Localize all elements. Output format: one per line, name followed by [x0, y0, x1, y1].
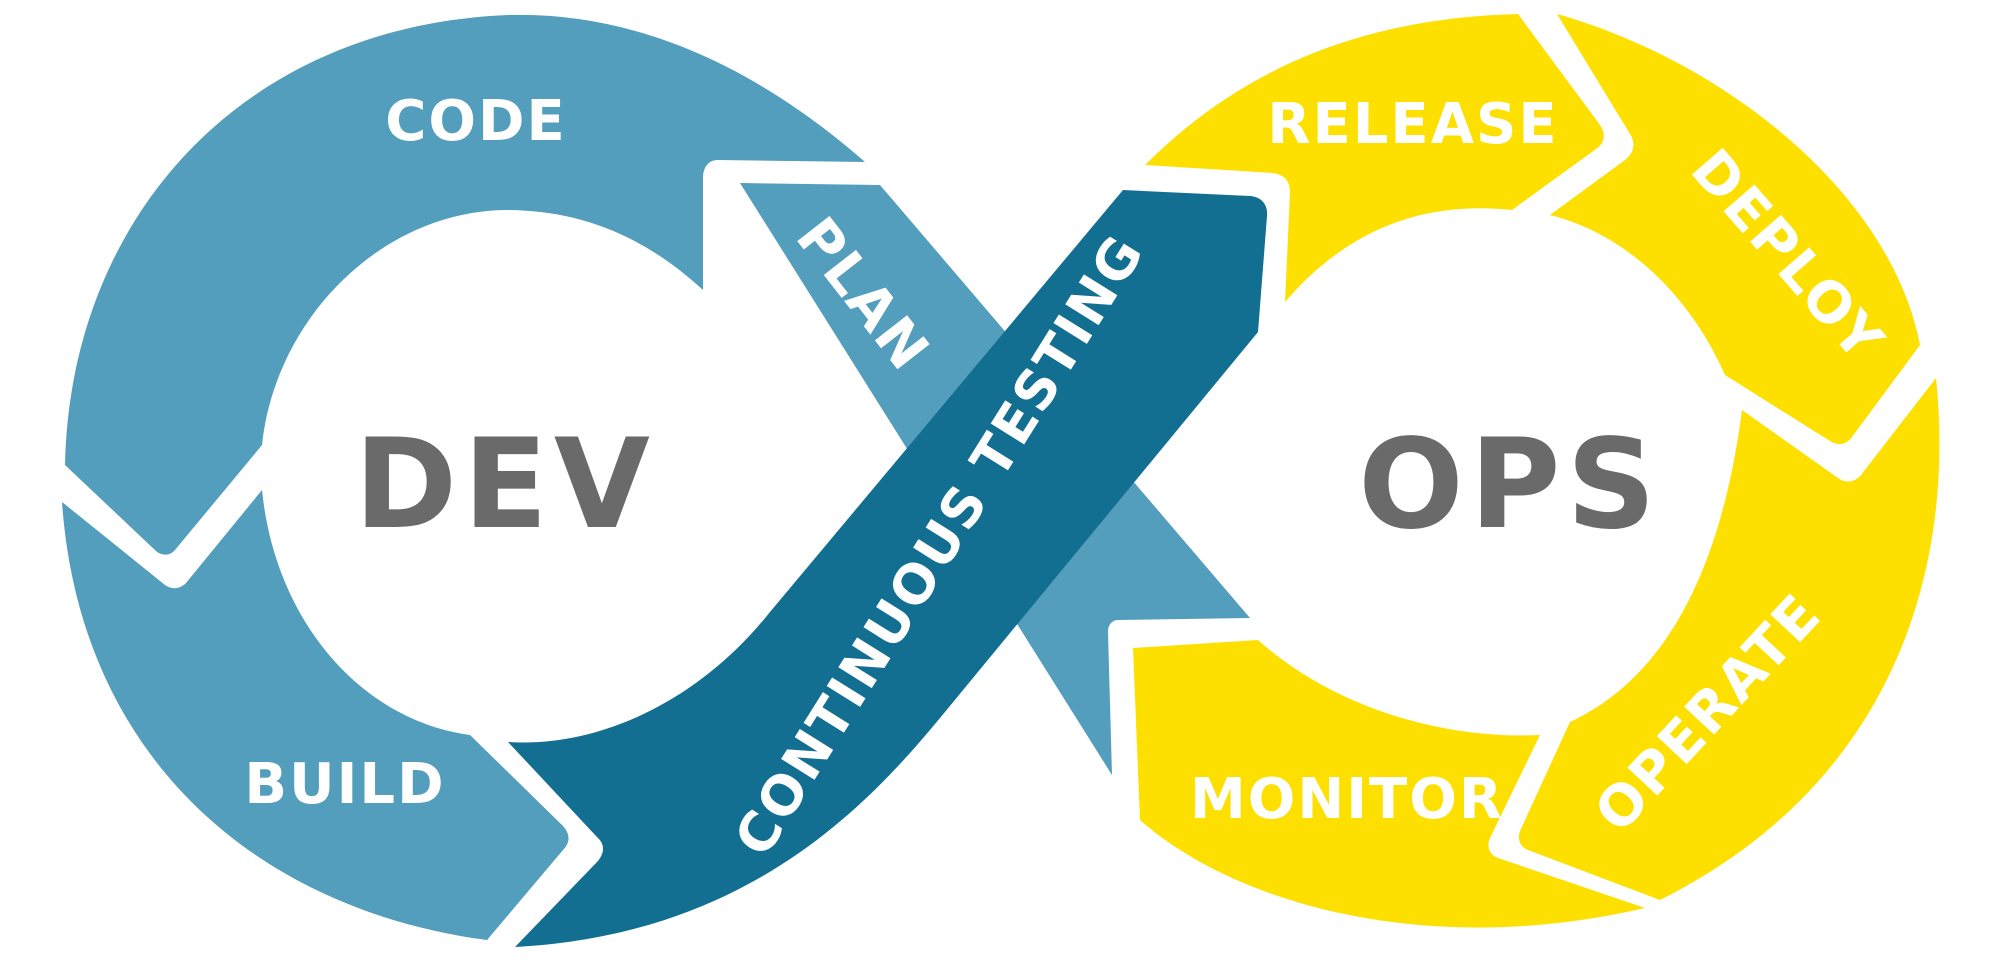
ops-loop [1133, 14, 1940, 928]
release-segment [1145, 14, 1604, 302]
code-label: CODE [385, 89, 566, 154]
dev-hub-label: DEV [354, 413, 656, 557]
deploy-segment [1550, 14, 1920, 445]
build-label: BUILD [244, 752, 445, 817]
monitor-segment [1133, 640, 1645, 928]
monitor-label: MONITOR [1190, 767, 1504, 832]
ops-hub-label: OPS [1358, 413, 1662, 557]
operate-segment [1518, 378, 1940, 900]
build-segment [62, 490, 569, 940]
code-segment [65, 14, 865, 555]
continuous-testing-band [508, 190, 1268, 947]
release-label: RELEASE [1267, 92, 1558, 157]
